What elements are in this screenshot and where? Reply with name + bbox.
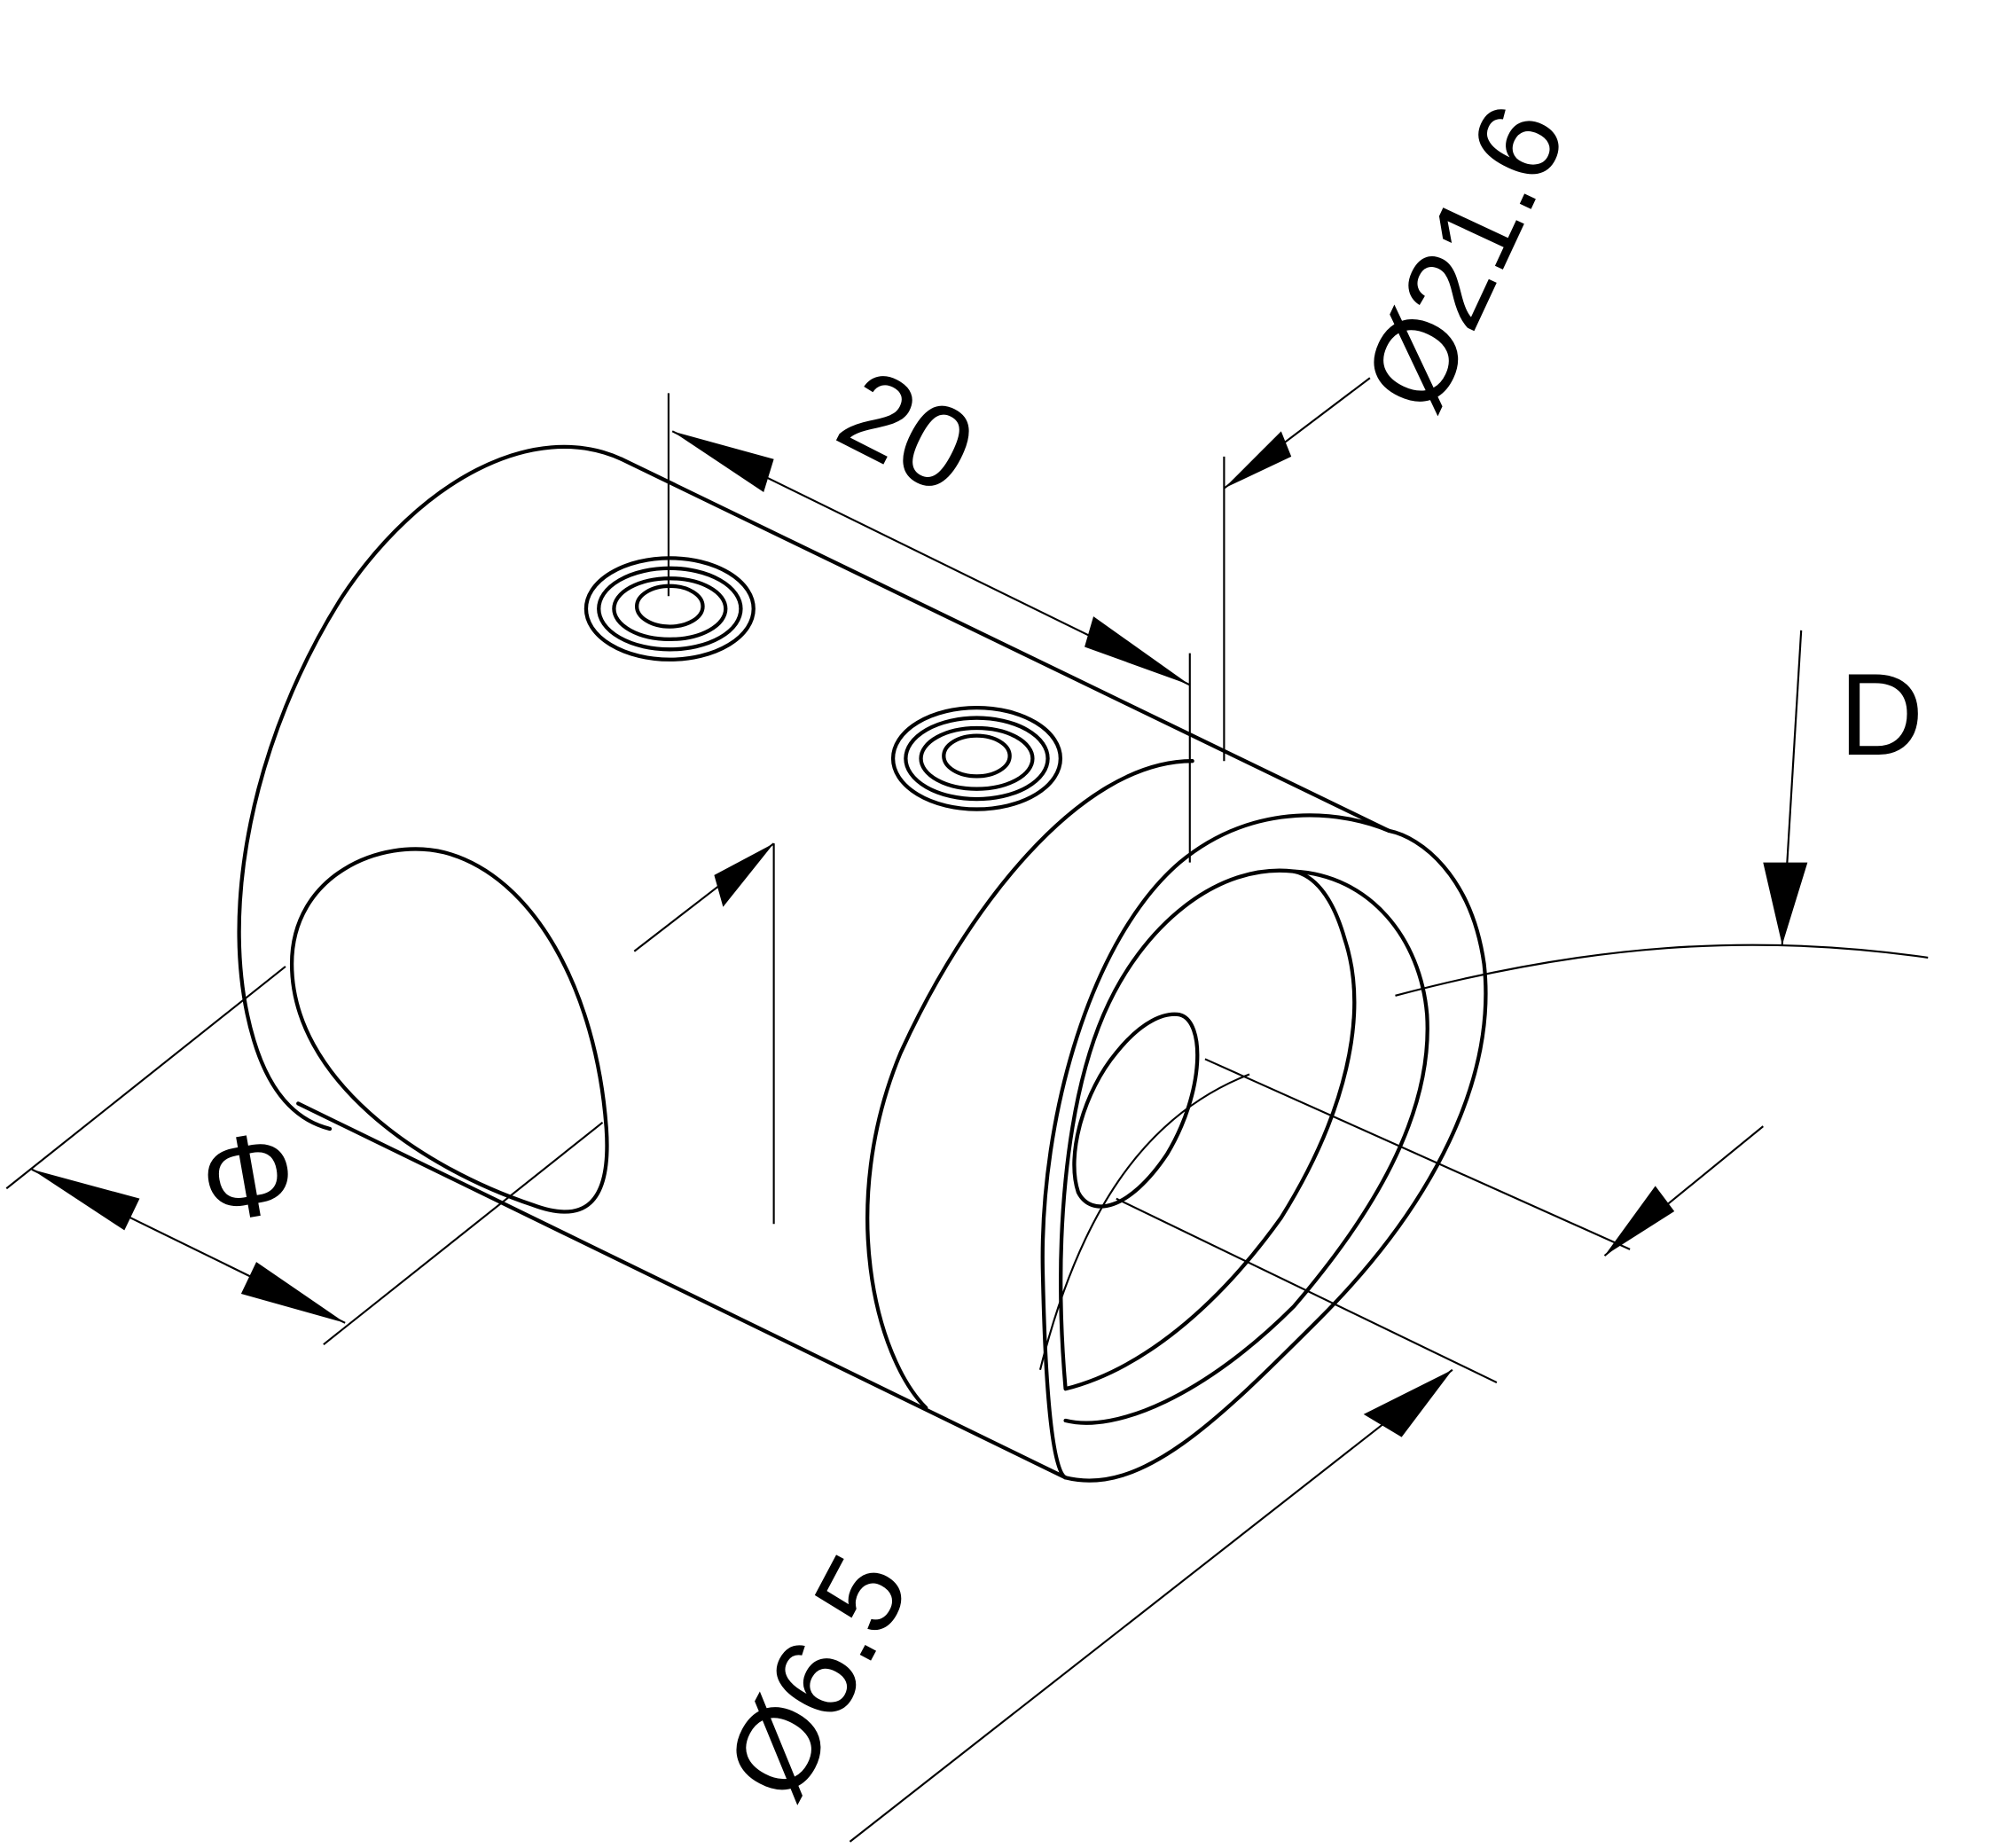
bore-diameter-label: Ø6.5	[700, 1534, 934, 1819]
set-screw-2	[890, 705, 1063, 811]
set-screw-1	[583, 556, 756, 662]
dimension-lines	[5, 377, 1929, 1843]
part-body	[237, 444, 1488, 1483]
tube-diameter-label: D	[1839, 649, 1923, 779]
hole-diameter-label: Φ	[191, 1104, 305, 1249]
outer-diameter-label: Ø21.6	[1338, 86, 1591, 429]
length-dimension-label: 20	[819, 343, 994, 518]
